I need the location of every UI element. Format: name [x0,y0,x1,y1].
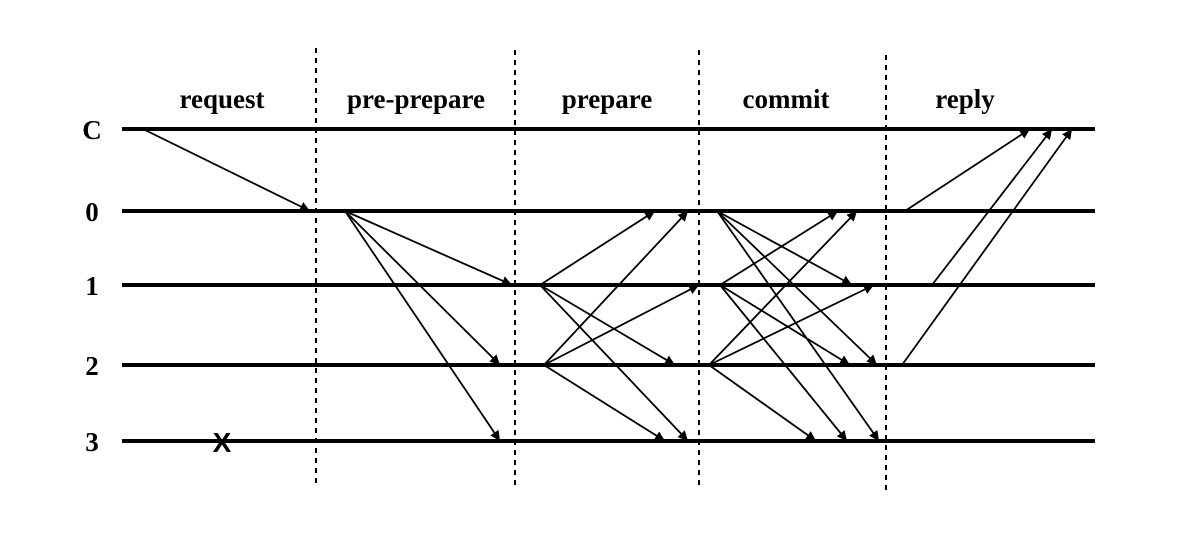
commit-arrow [708,364,817,442]
pre-prepare-arrow [344,210,513,286]
timelines [122,127,1095,443]
prepare-arrow [543,364,666,442]
pre-prepare-arrow [344,210,501,366]
phase-label-prepare: prepare [562,84,653,114]
pre-prepare-arrow [344,210,501,442]
reply-arrow [931,128,1053,286]
phase-label-request: request [180,84,265,114]
request-arrow [142,128,311,212]
row-label-replica-0: 0 [85,197,99,227]
row-label-client: C [82,115,102,145]
reply-arrow [904,128,1031,212]
commit-arrow [719,284,851,366]
commit-arrow [719,284,848,442]
commit-arrow [716,210,853,286]
messages [142,128,1073,442]
commit-arrow [719,210,839,286]
commit-arrow [708,284,875,366]
prepare-arrow [543,210,689,366]
phase-label-reply: reply [935,84,995,114]
prepare-arrow [539,210,656,286]
prepare-arrow [539,284,689,442]
commit-arrow [708,210,858,366]
commit-arrow [716,210,878,366]
row-label-replica-3: 3 [85,427,99,457]
reply-arrow [901,128,1073,366]
failure-mark: X [213,427,232,458]
prepare-arrow [539,284,676,366]
phase-label-commit: commit [743,84,830,114]
row-label-replica-2: 2 [85,351,99,381]
phase-dividers [315,48,887,493]
phase-label-pre-prepare: pre-prepare [347,84,485,114]
prepare-arrow [543,284,700,366]
row-label-replica-1: 1 [85,271,99,301]
commit-arrow [716,210,880,442]
